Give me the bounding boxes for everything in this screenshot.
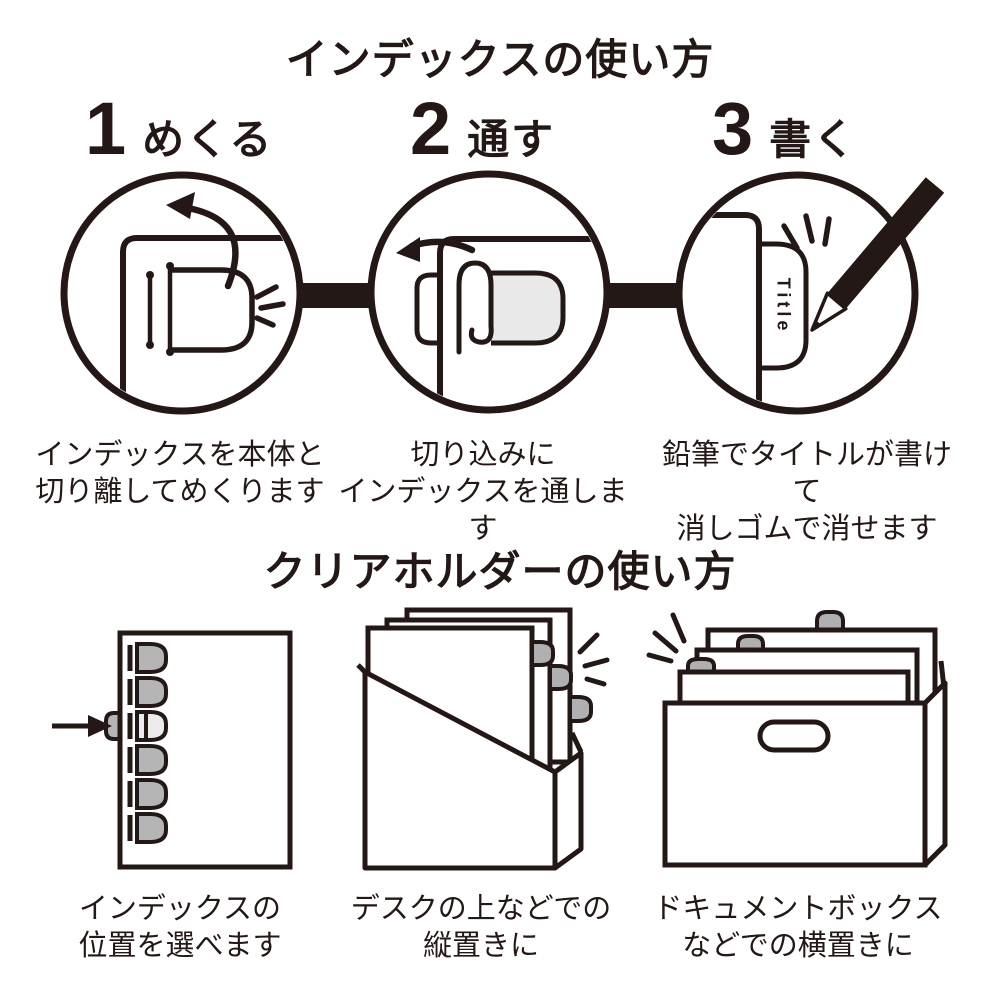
box-handle-hole [757, 719, 831, 753]
caption-line: 消しゴムで消せます [676, 513, 938, 545]
holder-corner [683, 212, 762, 407]
connector-bar-2 [604, 283, 682, 308]
flip-step-illustration [60, 171, 304, 415]
box-side-face [552, 750, 584, 871]
caption-line: インデックスを本体と [35, 439, 325, 471]
step-3-number: 3 [712, 87, 754, 170]
index-section-title: インデックスの使い方 [285, 36, 715, 83]
title-tab [759, 241, 809, 371]
caption-line: などでの横置きに [682, 930, 914, 962]
holder-caption-1: インデックスの 位置を選べます [28, 891, 332, 965]
step-2-number: 2 [410, 87, 452, 170]
step-1-number: 1 [85, 87, 127, 170]
caption-line: 鉛筆でタイトルが書けて [661, 439, 952, 508]
caption-line: 切り離してめくります [35, 476, 325, 508]
caption-line: 切り込みに [410, 439, 556, 471]
holder-caption-3: ドキュメントボックス などでの横置きに [638, 891, 958, 965]
flip-arrow-icon [166, 192, 239, 290]
index-position-illustration [52, 630, 293, 870]
step-1-caption: インデックスを本体と 切り離してめくります [28, 437, 332, 511]
box-back-corner [569, 731, 584, 754]
sparkle-icon [781, 213, 832, 251]
step-2-label: 通す [467, 116, 556, 163]
step-2-heading: 2 通す [410, 92, 555, 167]
step-1-heading: 1 めくる [85, 92, 273, 167]
caption-line: インデックスを通します [338, 476, 628, 545]
vertical-box-illustration [356, 607, 610, 871]
index-tab-outline [166, 262, 255, 356]
step-circle-3 [675, 171, 919, 415]
tab-icon [548, 664, 573, 691]
index-tab-row-selected [127, 710, 168, 742]
tab-icon [568, 695, 593, 723]
index-tab-row [127, 744, 168, 776]
position-arrow-icon [52, 715, 112, 737]
sparkle-icon [577, 632, 610, 687]
sparkle-icon [646, 612, 687, 664]
tab-title-text: Title [773, 278, 793, 335]
holder-caption-2: デスクの上などでの 縦置きに [330, 891, 632, 965]
caption-line: 縦置きに [422, 930, 539, 962]
thread-step-illustration [367, 170, 611, 414]
thread-arrow-icon [396, 237, 476, 262]
step-circle-1 [60, 171, 304, 415]
tab-icon [815, 610, 845, 633]
step-3-label: 書く [769, 116, 858, 163]
caption-line: ドキュメントボックス [653, 893, 943, 925]
index-tab-row [127, 778, 168, 810]
index-tab-row [127, 642, 168, 674]
write-step-illustration: Title [675, 171, 945, 415]
threaded-tab-ribbon [456, 260, 494, 355]
step-circle-2 [367, 170, 611, 414]
caption-line: インデックスの [78, 893, 282, 925]
connector-bar-1 [298, 283, 374, 308]
step-2-caption: 切り込みに インデックスを通します [330, 437, 636, 548]
index-tab-row [127, 676, 168, 708]
caption-line: 位置を選べます [78, 930, 282, 962]
caption-line: デスクの上などでの [350, 893, 612, 925]
horizontal-box-illustration [646, 610, 948, 868]
step-3-caption: 鉛筆でタイトルが書けて 消しゴムで消せます [648, 437, 966, 548]
pencil-icon [810, 177, 945, 332]
tab-icon [530, 640, 555, 667]
holder-corner [120, 235, 296, 407]
sparkle-icon [254, 284, 286, 328]
slit-mark [146, 271, 154, 349]
tab-back-piece [414, 272, 440, 346]
step-1-label: めくる [142, 116, 274, 163]
index-tab-row [127, 812, 168, 844]
tab-icon [736, 634, 765, 653]
box-side-face [922, 680, 948, 868]
step-3-heading: 3 書く [712, 92, 857, 167]
holder-section-title: クリアホルダーの使い方 [263, 548, 737, 595]
